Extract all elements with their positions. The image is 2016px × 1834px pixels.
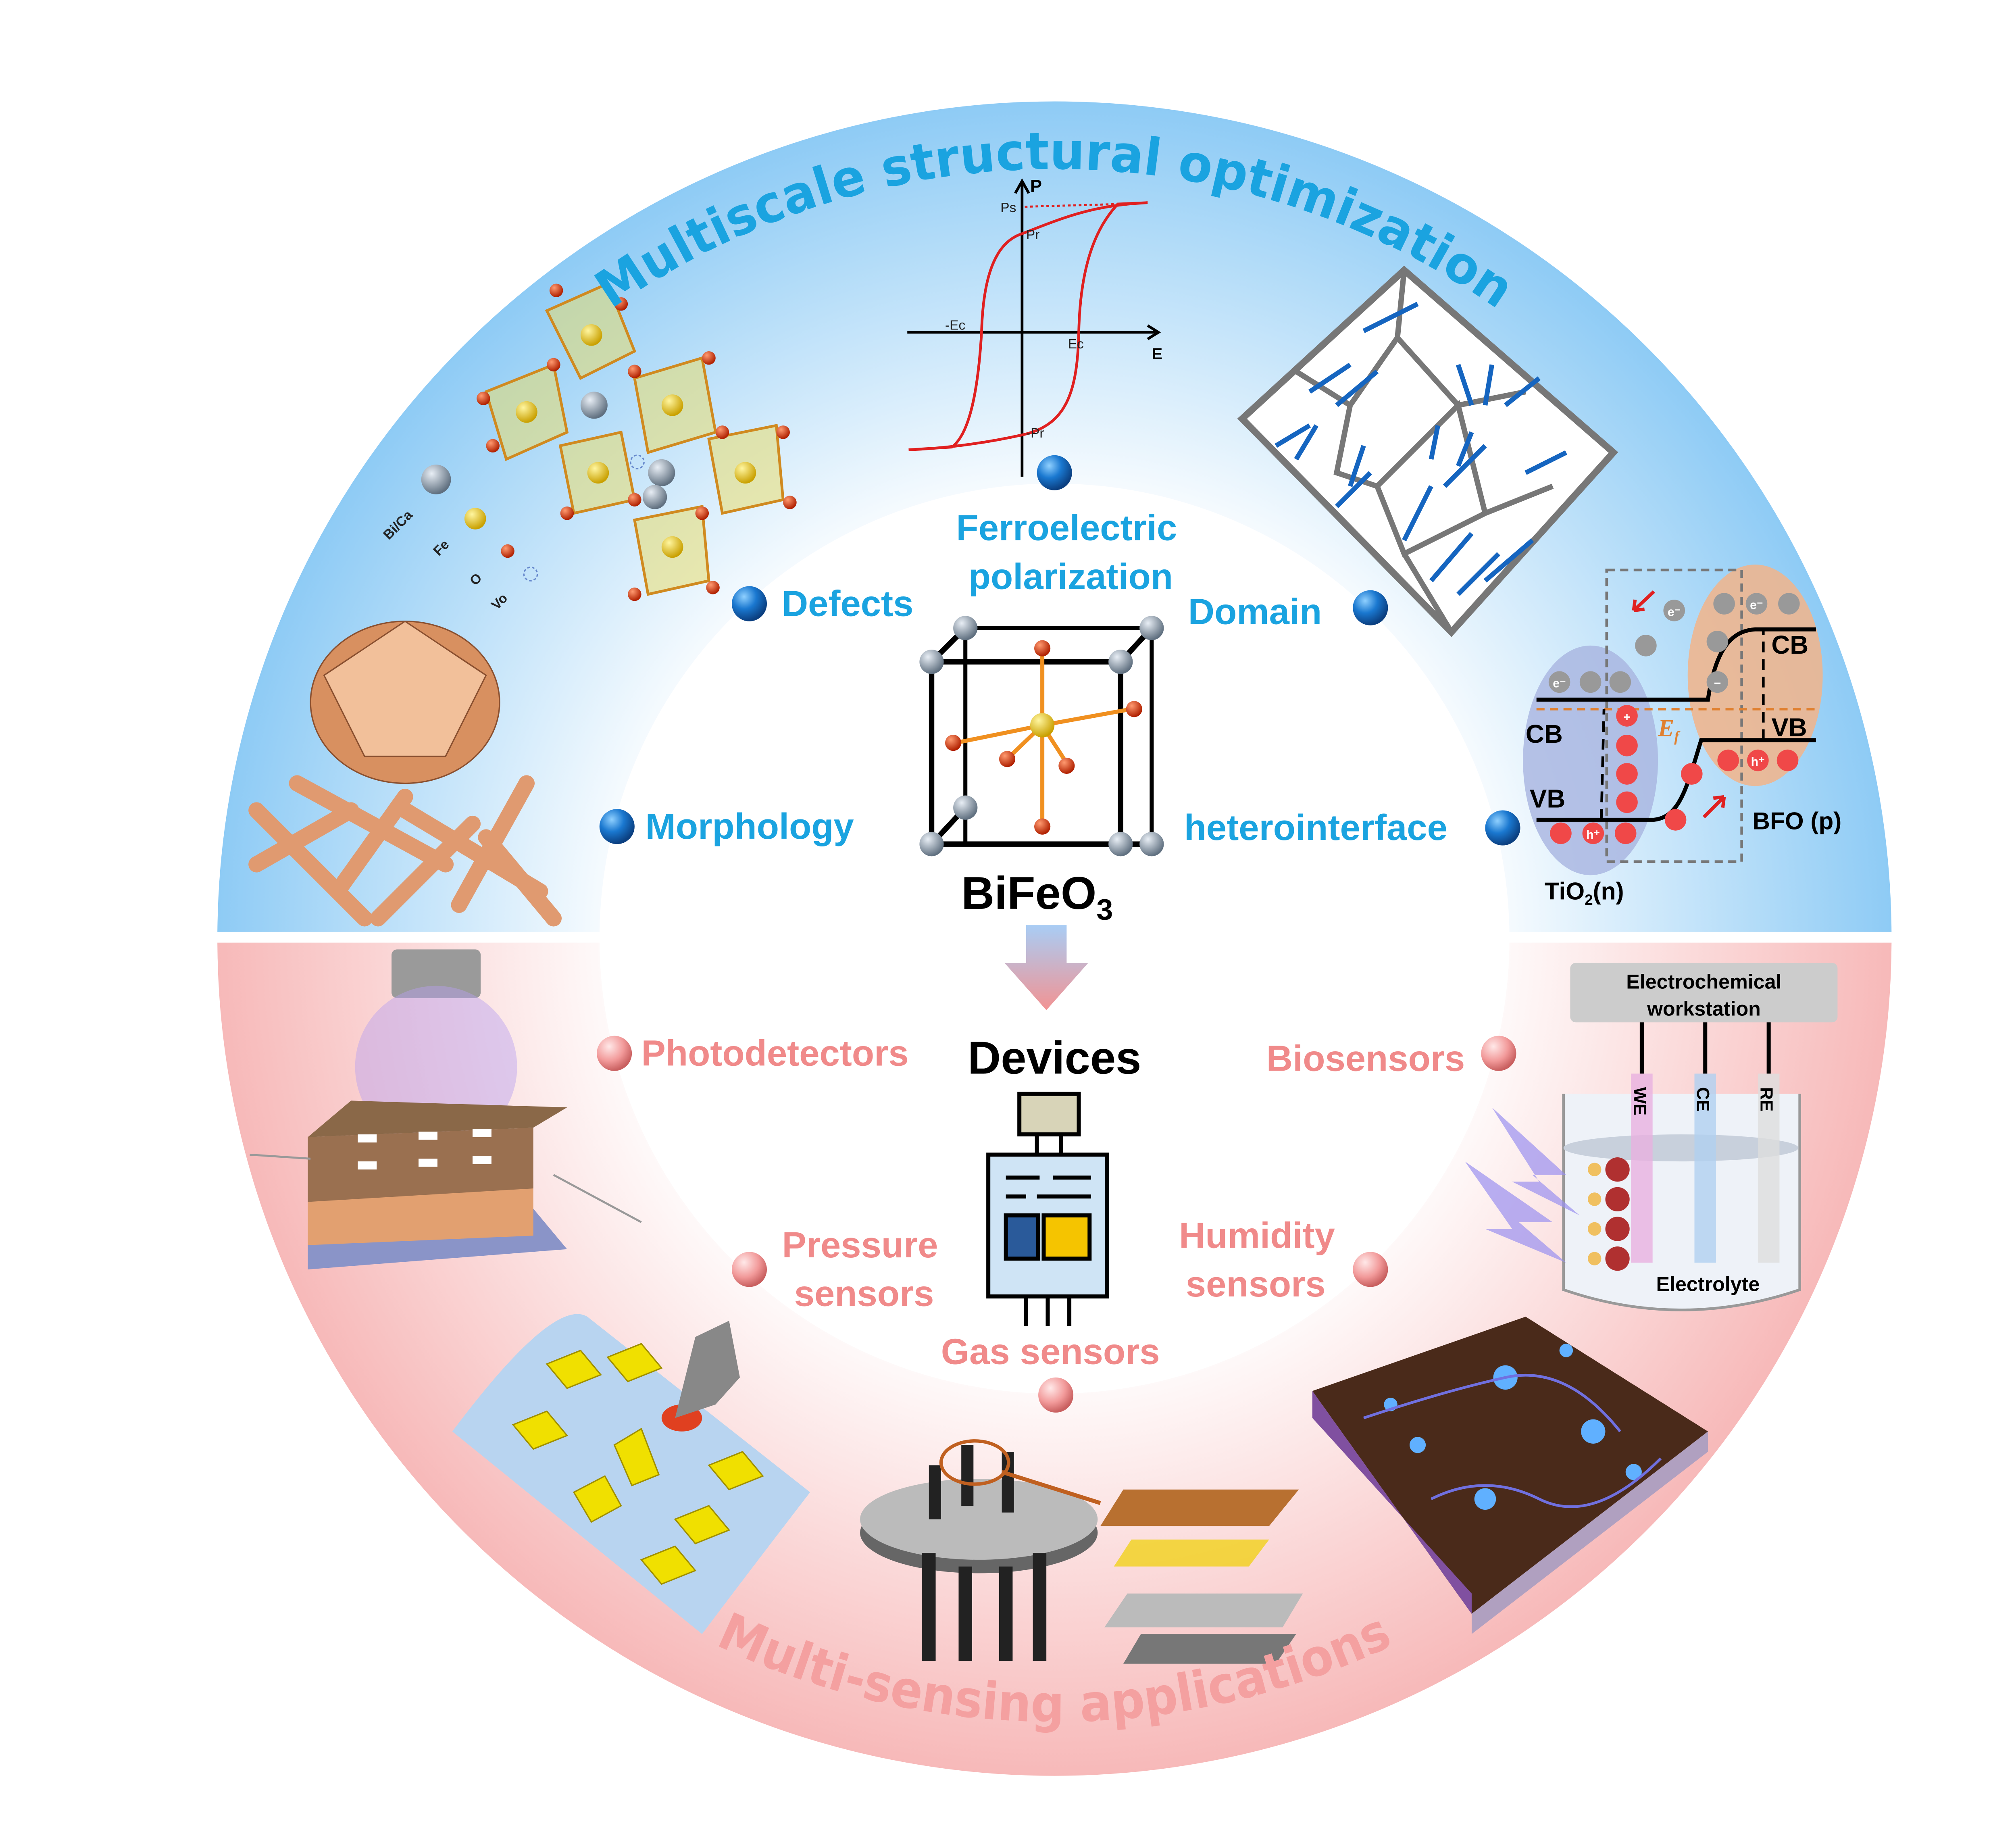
humidity-sensors-label: sensors bbox=[1186, 1264, 1326, 1305]
biosensors-marker bbox=[1481, 1036, 1516, 1071]
workstation-label: Electrochemical bbox=[1626, 970, 1781, 993]
pr-label: Pr bbox=[1026, 227, 1039, 242]
e-axis-label: E bbox=[1152, 345, 1162, 363]
defects-marker bbox=[731, 586, 767, 621]
ce-electrode-label: CE bbox=[1693, 1087, 1712, 1111]
photodetector-illustration bbox=[250, 949, 642, 1269]
morphology-illustration bbox=[248, 620, 562, 927]
fermi-level-label: Ef bbox=[1658, 715, 1681, 744]
pressure-sensor-illustration bbox=[452, 1314, 810, 1634]
electrolyte-label: Electrolyte bbox=[1656, 1273, 1760, 1296]
pressure-sensors-label: sensors bbox=[794, 1273, 934, 1314]
ps-label: Ps bbox=[1000, 200, 1016, 215]
gas-sensor-illustration bbox=[860, 1439, 1303, 1664]
morphology-label: Morphology bbox=[646, 806, 854, 847]
photodetectors-label: Photodetectors bbox=[641, 1033, 909, 1073]
pressure-marker bbox=[731, 1252, 767, 1287]
plus-symbol: + bbox=[1623, 711, 1631, 724]
bifeo3-label: BiFeO3 bbox=[961, 868, 1113, 926]
pressure-label: Pressure bbox=[782, 1225, 938, 1265]
cb-left-label: CB bbox=[1526, 720, 1563, 748]
electron-symbol: e⁻ bbox=[1668, 605, 1681, 619]
biosensors-label: Biosensors bbox=[1266, 1038, 1465, 1079]
tio2-label: TiO2(n) bbox=[1545, 877, 1624, 908]
electron-symbol: e⁻ bbox=[1750, 599, 1763, 612]
ferroelectric-marker bbox=[1037, 455, 1072, 490]
devices-label: Devices bbox=[968, 1032, 1141, 1084]
electrochemical-cell-illustration: Electrochemical workstation WE CE RE Ele… bbox=[1465, 963, 1838, 1311]
humidity-label: Humidity bbox=[1179, 1215, 1335, 1256]
bfo-label: BFO (p) bbox=[1752, 807, 1841, 834]
gas-marker bbox=[1038, 1377, 1074, 1413]
ec-label: Ec bbox=[1068, 337, 1084, 352]
heterointerface-marker bbox=[1485, 810, 1520, 846]
electron-symbol: e⁻ bbox=[1553, 677, 1566, 690]
bifeo3-unit-cell bbox=[919, 616, 1164, 857]
domain-marker bbox=[1353, 590, 1388, 625]
gas-sensors-label: Gas sensors bbox=[941, 1331, 1160, 1372]
domain-label: Domain bbox=[1188, 591, 1322, 632]
humidity-marker bbox=[1353, 1252, 1388, 1287]
ferroelectric-label: Ferroelectric bbox=[956, 508, 1177, 548]
we-electrode-label: WE bbox=[1630, 1087, 1649, 1115]
hysteresis-loop-plot: P E Ps Pr -Pr Ec -Ec bbox=[907, 177, 1162, 477]
vb-left-label: VB bbox=[1530, 785, 1565, 813]
hole-symbol: h⁺ bbox=[1586, 828, 1600, 842]
photodetectors-marker bbox=[597, 1036, 632, 1071]
heterointerface-band-diagram: e⁻ e⁻ e⁻ − + h⁺ h⁺ CB VB CB VB Ef TiO2(n… bbox=[1523, 565, 1841, 908]
defects-label: Defects bbox=[782, 583, 914, 624]
hole-symbol: h⁺ bbox=[1751, 755, 1765, 769]
neg-pr-label: -Pr bbox=[1026, 426, 1044, 441]
neg-ec-label: -Ec bbox=[945, 318, 965, 333]
domain-diagram bbox=[1237, 265, 1618, 637]
workstation-label-line2: workstation bbox=[1647, 997, 1761, 1020]
re-electrode-label: RE bbox=[1757, 1087, 1776, 1111]
vb-right-label: VB bbox=[1771, 713, 1807, 742]
polarization-label: polarization bbox=[968, 556, 1173, 597]
heterointerface-label: heterointerface bbox=[1184, 807, 1447, 848]
down-arrow-icon bbox=[1004, 925, 1088, 1011]
p-axis-label: P bbox=[1030, 177, 1042, 196]
sensor-device-icon bbox=[986, 1092, 1109, 1326]
morphology-marker bbox=[599, 809, 635, 844]
minus-symbol: − bbox=[1714, 677, 1721, 690]
cb-right-label: CB bbox=[1771, 631, 1808, 659]
